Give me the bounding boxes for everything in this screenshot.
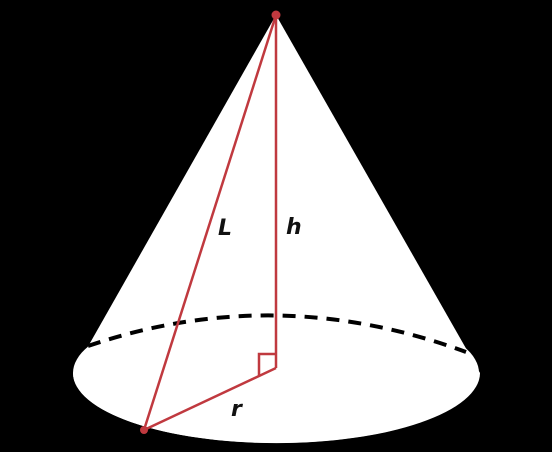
slant-height-label: L <box>218 216 232 241</box>
radius-line <box>143 366 277 432</box>
apex-point <box>271 10 281 20</box>
radius-label: r <box>231 397 243 422</box>
right-angle-marker <box>257 352 276 376</box>
slant-height-line <box>142 14 278 431</box>
height-label: h <box>286 215 302 240</box>
base-back-edge-dashed <box>87 313 467 354</box>
base-edge-point <box>140 426 148 434</box>
